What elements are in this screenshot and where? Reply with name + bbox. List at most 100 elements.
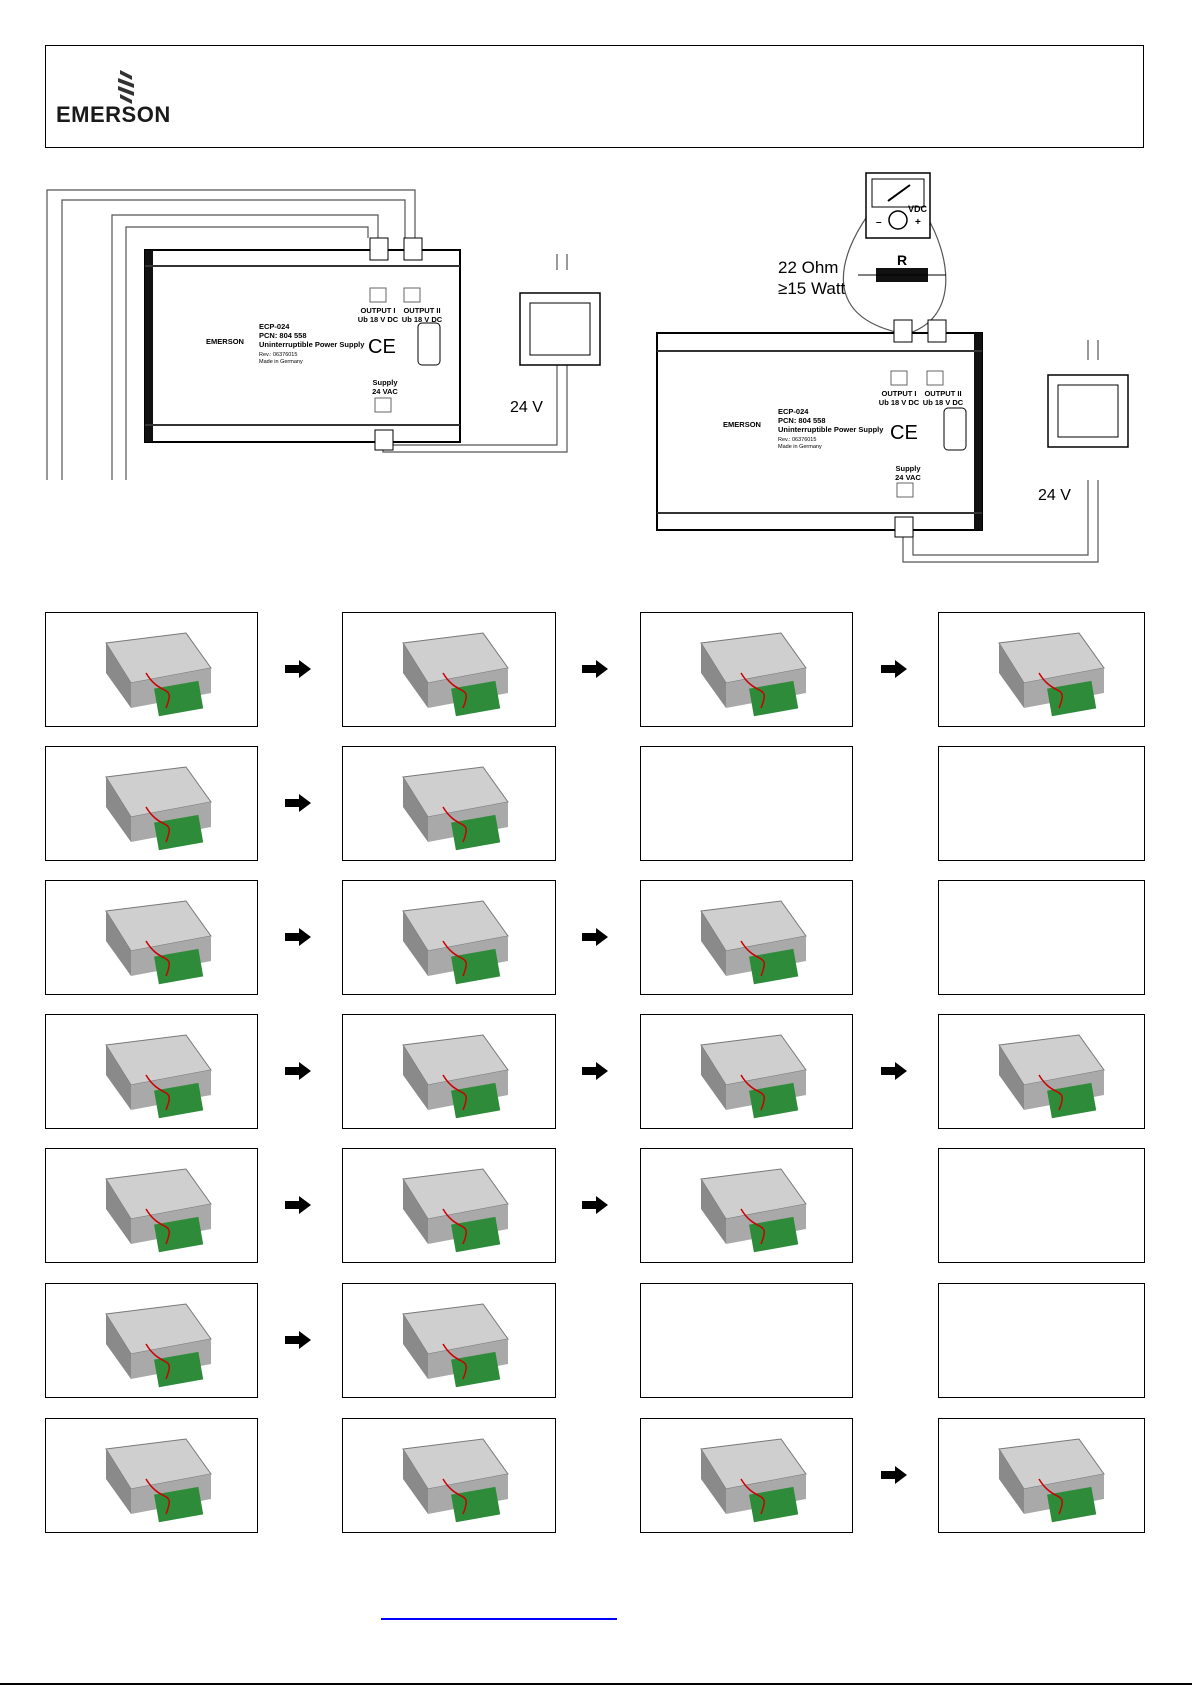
device-photo-icon xyxy=(105,1438,212,1523)
svg-text:PCN: 804 558: PCN: 804 558 xyxy=(259,331,307,340)
device-photo-icon xyxy=(402,1168,509,1253)
svg-text:Supply: Supply xyxy=(372,378,398,387)
step-photo xyxy=(45,612,258,727)
device-photo-icon xyxy=(700,1034,807,1119)
svg-text:CE: CE xyxy=(890,422,918,444)
device-photo-icon xyxy=(105,766,212,851)
battery-recycle-icon xyxy=(943,407,967,451)
hyperlink-underline[interactable] xyxy=(381,1618,617,1620)
svg-text:Ub 18 V DC: Ub 18 V DC xyxy=(879,398,920,407)
svg-text:Made in Germany: Made in Germany xyxy=(778,444,822,450)
step-photo xyxy=(342,612,556,727)
svg-text:EMERSON: EMERSON xyxy=(206,337,244,346)
step-photo xyxy=(938,1418,1145,1533)
device-photo-icon xyxy=(700,900,807,985)
arrow-right-icon xyxy=(285,1196,311,1214)
device-photo-icon xyxy=(700,632,807,717)
device-photo-icon xyxy=(402,1303,509,1388)
svg-text:Rev.: 06376015: Rev.: 06376015 xyxy=(778,437,816,443)
arrow-right-icon xyxy=(285,794,311,812)
device-photo-icon xyxy=(402,900,509,985)
empty-step-box xyxy=(938,1148,1145,1263)
device-photo-icon xyxy=(402,1034,509,1119)
device-photo-icon xyxy=(402,766,509,851)
device-photo-icon xyxy=(998,1438,1105,1523)
svg-text:24 VAC: 24 VAC xyxy=(372,387,398,396)
svg-text:R: R xyxy=(897,252,907,268)
svg-text:24 VAC: 24 VAC xyxy=(895,473,921,482)
arrow-right-icon xyxy=(881,1062,907,1080)
step-photo xyxy=(45,1148,258,1263)
empty-step-box xyxy=(640,1283,853,1398)
arrow-right-icon xyxy=(285,928,311,946)
svg-text:OUTPUT II: OUTPUT II xyxy=(403,306,440,315)
device-photo-icon xyxy=(105,632,212,717)
device-photo-icon xyxy=(700,1168,807,1253)
device-photo-icon xyxy=(998,1034,1105,1119)
svg-text:Ub 18 V DC: Ub 18 V DC xyxy=(358,315,399,324)
step-photo xyxy=(45,746,258,861)
empty-step-box xyxy=(938,746,1145,861)
step-photo xyxy=(342,1148,556,1263)
device-photo-icon xyxy=(105,1303,212,1388)
arrow-right-icon xyxy=(285,1331,311,1349)
svg-text:Uninterruptible Power Supply: Uninterruptible Power Supply xyxy=(259,340,365,349)
step-photo xyxy=(342,880,556,995)
svg-text:OUTPUT I: OUTPUT I xyxy=(882,389,917,398)
svg-text:PCN: 804 558: PCN: 804 558 xyxy=(778,416,826,425)
device-photo-icon xyxy=(998,632,1105,717)
svg-text:≥15 Watt: ≥15 Watt xyxy=(778,279,846,298)
wiring-diagram-normal: OUTPUT I Ub 18 V DC OUTPUT II Ub 18 V DC… xyxy=(46,189,601,480)
page-divider xyxy=(0,1683,1192,1685)
svg-text:Uninterruptible Power Supply: Uninterruptible Power Supply xyxy=(778,425,884,434)
arrow-right-icon xyxy=(881,660,907,678)
header-box: EMERSON xyxy=(45,45,1144,148)
step-photo xyxy=(342,746,556,861)
emerson-logo-mark-icon xyxy=(118,70,134,104)
svg-text:Ub 18 V DC: Ub 18 V DC xyxy=(923,398,964,407)
step-photo xyxy=(45,880,258,995)
svg-text:+: + xyxy=(915,217,921,228)
arrow-right-icon xyxy=(582,1062,608,1080)
step-photo xyxy=(45,1014,258,1129)
arrow-right-icon xyxy=(285,660,311,678)
svg-text:ECP-024: ECP-024 xyxy=(259,322,290,331)
svg-text:OUTPUT II: OUTPUT II xyxy=(924,389,961,398)
arrow-right-icon xyxy=(582,660,608,678)
step-photo xyxy=(938,612,1145,727)
svg-text:EMERSON: EMERSON xyxy=(723,420,761,429)
device-photo-icon xyxy=(402,1438,509,1523)
svg-text:Supply: Supply xyxy=(895,464,921,473)
device-photo-icon xyxy=(105,900,212,985)
arrow-right-icon xyxy=(285,1062,311,1080)
svg-text:24 V: 24 V xyxy=(510,399,543,416)
device-photo-icon xyxy=(105,1168,212,1253)
svg-text:Made in Germany: Made in Germany xyxy=(259,359,303,365)
svg-text:–: – xyxy=(876,217,882,228)
device-photo-icon xyxy=(105,1034,212,1119)
step-photo xyxy=(45,1418,258,1533)
svg-text:OUTPUT I: OUTPUT I xyxy=(361,306,396,315)
empty-step-box xyxy=(938,1283,1145,1398)
step-photo xyxy=(45,1283,258,1398)
step-photo xyxy=(342,1418,556,1533)
step-photo xyxy=(640,880,853,995)
emerson-logo: EMERSON xyxy=(56,68,196,128)
step-photo xyxy=(640,1148,853,1263)
empty-step-box xyxy=(938,880,1145,995)
svg-text:VDC: VDC xyxy=(908,204,928,214)
step-photo xyxy=(342,1014,556,1129)
arrow-right-icon xyxy=(881,1466,907,1484)
svg-text:22 Ohm: 22 Ohm xyxy=(778,258,838,277)
step-photo xyxy=(342,1283,556,1398)
device-photo-icon xyxy=(700,1438,807,1523)
arrow-right-icon xyxy=(582,928,608,946)
arrow-right-icon xyxy=(582,1196,608,1214)
wiring-diagram-measurement: VDC – + R 22 Ohm ≥15 Watt OUTPUT I Ub 18… xyxy=(656,172,1129,563)
step-photo xyxy=(640,1418,853,1533)
device-photo-icon xyxy=(402,632,509,717)
step-photo xyxy=(640,612,853,727)
empty-step-box xyxy=(640,746,853,861)
step-photo xyxy=(640,1014,853,1129)
